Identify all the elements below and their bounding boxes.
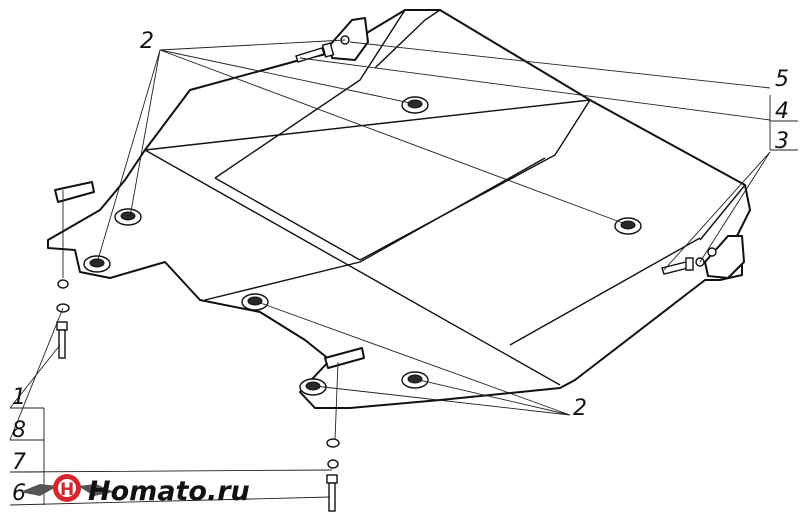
grommet-bottom-front <box>299 378 327 396</box>
callout-bottom-2: 2 <box>573 396 587 421</box>
callout-right-4: 4 <box>775 99 789 124</box>
grommet-right-center <box>614 217 642 235</box>
bracket-left-plate <box>54 181 95 203</box>
logo-wing-right <box>78 484 114 496</box>
plate-fold-lower-right <box>509 237 701 346</box>
bolt-left <box>56 321 68 359</box>
leader-top-2 <box>96 39 629 264</box>
leader-left <box>9 307 333 506</box>
axis-line-bottom <box>334 361 339 441</box>
callout-right-3: 3 <box>775 129 789 154</box>
logo-letter: H <box>60 480 74 500</box>
bolt-bottom <box>326 474 338 512</box>
plate-ridge-4 <box>699 184 746 241</box>
grommet-bottom-center <box>401 371 429 389</box>
grommet-bottom-left <box>241 293 269 311</box>
grommet-top-center <box>401 96 429 114</box>
leader-right <box>299 41 798 271</box>
homato-wing-logo-icon: H <box>20 474 114 502</box>
bracket-bottom-plate <box>324 347 365 369</box>
logo-text: Homato.ru <box>88 476 250 507</box>
callout-left-6: 6 <box>12 481 26 506</box>
callout-left-1: 1 <box>12 385 26 410</box>
plate-fold-mid-left <box>214 177 361 261</box>
bolt-right <box>661 257 705 275</box>
plate-ridge-1 <box>214 9 406 179</box>
plate-outline <box>47 9 751 409</box>
callout-left-7: 7 <box>12 450 26 475</box>
leader-bottom-2 <box>254 300 571 416</box>
washer-bottom <box>326 438 340 469</box>
plate-fold-top-edge <box>144 99 591 151</box>
grommet-left-upper <box>114 208 142 226</box>
plate-ridge-2 <box>374 9 441 69</box>
callout-right-5: 5 <box>775 67 789 92</box>
bracket-top <box>329 17 369 61</box>
bracket-right <box>704 235 745 279</box>
grommet-left-lower <box>83 255 111 273</box>
washer-left <box>56 279 70 313</box>
plate-fold-front-left <box>144 149 561 386</box>
skid-plate <box>47 9 751 409</box>
logo-wing-left <box>20 484 58 496</box>
callout-left-8: 8 <box>12 418 26 443</box>
callout-top-2: 2 <box>140 29 154 54</box>
plate-ridge-3 <box>204 157 546 301</box>
